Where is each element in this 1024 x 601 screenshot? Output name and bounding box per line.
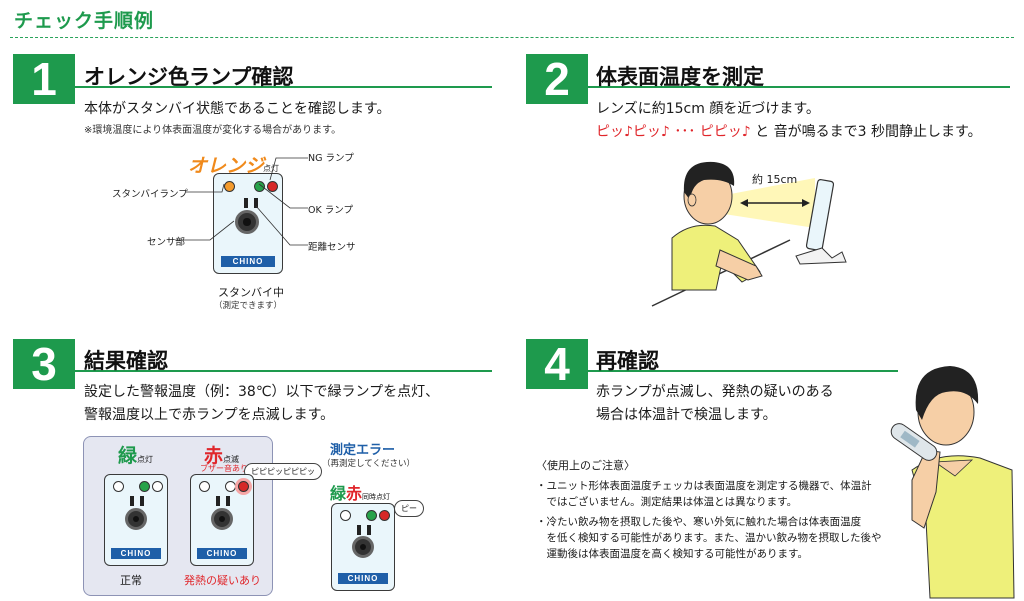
beep-sound-text: ピッ♪ピッ♪ ･･･ ピピッ♪ — [596, 124, 751, 140]
step-4-text-1: 赤ランプが点滅し、発熱の疑いのある — [596, 384, 834, 400]
callout-ok-lamp: OK ランプ — [308, 205, 353, 216]
step-1-rule — [75, 86, 492, 88]
standby-caption: スタンバイ中 — [218, 286, 284, 299]
step-2-rule — [588, 86, 1010, 88]
distance-sensor-icon — [244, 198, 258, 208]
step-2-text-2: ピッ♪ピッ♪ ･･･ ピピッ♪ と 音が鳴るまで3 秒間静止します。 — [596, 121, 982, 141]
step-3-rule — [75, 370, 492, 372]
error-lamp-label: 緑赤同時点灯 — [330, 484, 391, 503]
device-brand: CHINO — [220, 256, 276, 267]
device-brand: CHINO — [197, 548, 247, 559]
sensor-lens-icon — [125, 508, 147, 530]
standby-lamp-icon — [224, 181, 235, 192]
step-1-title: オレンジ色ランプ確認 — [84, 65, 294, 89]
fever-caption: 発熱の疑いあり — [184, 574, 261, 587]
error-title: 測定エラー — [330, 443, 396, 458]
orange-label: オレンジ — [188, 155, 265, 177]
device-brand: CHINO — [338, 573, 388, 584]
ng-lamp-blinking-icon — [238, 481, 249, 492]
step-4-text-2: 場合は体温計で検温します。 — [596, 407, 777, 423]
usage-notes-heading: 〈使用上のご注意〉 — [536, 459, 635, 472]
callout-sensor: センサ部 — [147, 237, 186, 248]
beep-bubble: ピピピッピピピッ — [244, 463, 322, 480]
distance-label: 約 15cm — [752, 173, 798, 186]
device-error: CHINO — [331, 503, 395, 591]
title-divider — [10, 37, 1014, 38]
normal-caption: 正常 — [120, 574, 142, 587]
step-2-text-1: レンズに約15cm 顔を近づけます。 — [596, 101, 820, 117]
beep-instruction-text: と 音が鳴るまで3 秒間静止します。 — [755, 124, 982, 140]
device-fever: CHINO — [190, 474, 254, 566]
step-3-number: 3 — [13, 339, 75, 389]
step-4-rule — [588, 370, 898, 372]
buzzer-label: ブザー音あり — [200, 464, 248, 473]
standby-lamp-icon — [113, 481, 124, 492]
usage-note-2c: 運動後は体表面温度を高く検知する可能性があります。 — [536, 548, 808, 560]
step-3-title: 結果確認 — [84, 349, 168, 373]
device-brand: CHINO — [111, 548, 161, 559]
standby-caption-sub: （測定できます） — [214, 301, 283, 311]
usage-note-2b: を低く検知する可能性があります。また、温かい飲み物を摂取した後や — [536, 532, 882, 544]
device-standby: CHINO — [213, 173, 283, 274]
step-3-text-1: 設定した警報温度（例：38℃）以下で緑ランプを点灯、 — [84, 384, 440, 400]
ok-lamp-icon — [139, 481, 150, 492]
sensor-lens-icon — [235, 210, 259, 234]
standby-lamp-icon — [340, 510, 351, 521]
callout-distance-sensor: 距離センサ — [308, 242, 356, 253]
usage-note-2a: ・冷たい飲み物を摂取した後や、寒い外気に触れた場合は体表面温度 — [536, 516, 862, 528]
red-blink-label: 赤点滅 — [204, 445, 240, 467]
ok-lamp-icon — [254, 181, 265, 192]
step-3-text-2: 警報温度以上で赤ランプを点滅します。 — [84, 407, 335, 423]
distance-sensor-icon — [357, 525, 371, 535]
step-1-number: 1 — [13, 54, 75, 104]
usage-note-1b: ではございません。測定結果は体温とは異なります。 — [536, 496, 798, 508]
sensor-lens-icon — [211, 508, 233, 530]
step-1-text: 本体がスタンバイ状態であることを確認します。 — [84, 101, 391, 117]
step-2-number: 2 — [526, 54, 588, 104]
callout-ng-lamp: NG ランプ — [308, 153, 354, 164]
distance-sensor-icon — [216, 496, 230, 506]
error-subtitle: （再測定してください） — [322, 459, 415, 469]
step-2-title: 体表面温度を測定 — [596, 65, 764, 89]
ok-lamp-icon — [225, 481, 236, 492]
standby-lamp-icon — [199, 481, 210, 492]
ng-lamp-icon — [152, 481, 163, 492]
ng-lamp-icon — [379, 510, 390, 521]
ng-lamp-icon — [267, 181, 278, 192]
sensor-lens-icon — [352, 536, 374, 558]
device-normal: CHINO — [104, 474, 168, 566]
ok-lamp-icon — [366, 510, 377, 521]
usage-note-1a: ・ユニット形体表面温度チェッカは表面温度を測定する機器で、体温計 — [536, 480, 872, 492]
distance-sensor-icon — [130, 496, 144, 506]
callout-standby-lamp: スタンバイランプ — [112, 189, 188, 200]
green-lit-label: 緑点灯 — [118, 445, 154, 467]
step-4-title: 再確認 — [596, 349, 659, 373]
step-1-note: ※環境温度により体表面温度が変化する場合があります。 — [84, 125, 342, 136]
page-title: チェック手順例 — [14, 10, 155, 32]
orange-lit-label: 点灯 — [263, 164, 279, 173]
step-4-number: 4 — [526, 339, 588, 389]
